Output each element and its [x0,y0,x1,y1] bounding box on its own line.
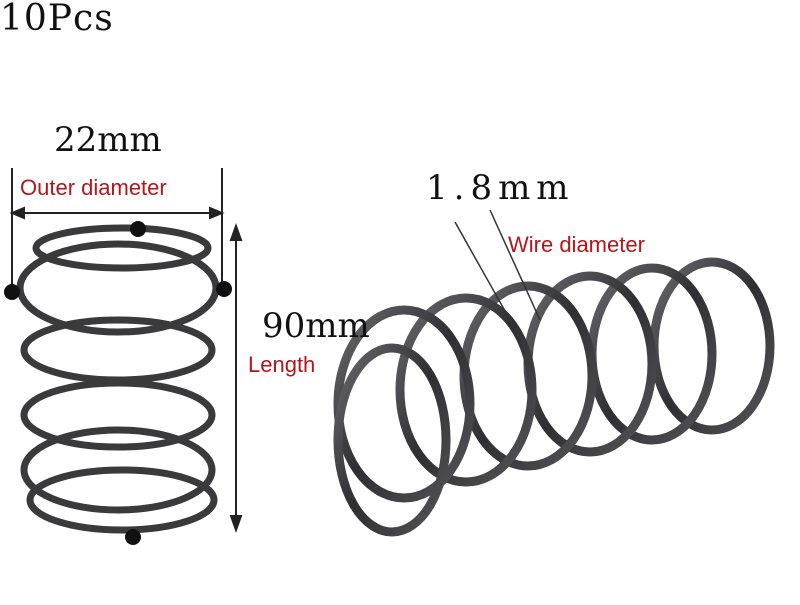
wire-diameter-leaders [454,209,541,335]
outer-diameter-label: Outer diameter [20,175,167,200]
long-compression-spring [333,257,775,537]
wire-diameter-label: Wire diameter [508,232,645,257]
short-compression-spring [16,224,220,534]
outer-diameter-dimension [9,168,225,292]
quantity-label: 10Pcs [0,0,114,39]
measurement-points [4,221,232,545]
wire-diameter-value: 1.8mm [426,168,575,208]
length-dimension [229,223,243,533]
length-label: Length [248,352,316,377]
outer-diameter-value: 22mm [54,120,162,160]
length-value: 90mm [262,306,370,346]
